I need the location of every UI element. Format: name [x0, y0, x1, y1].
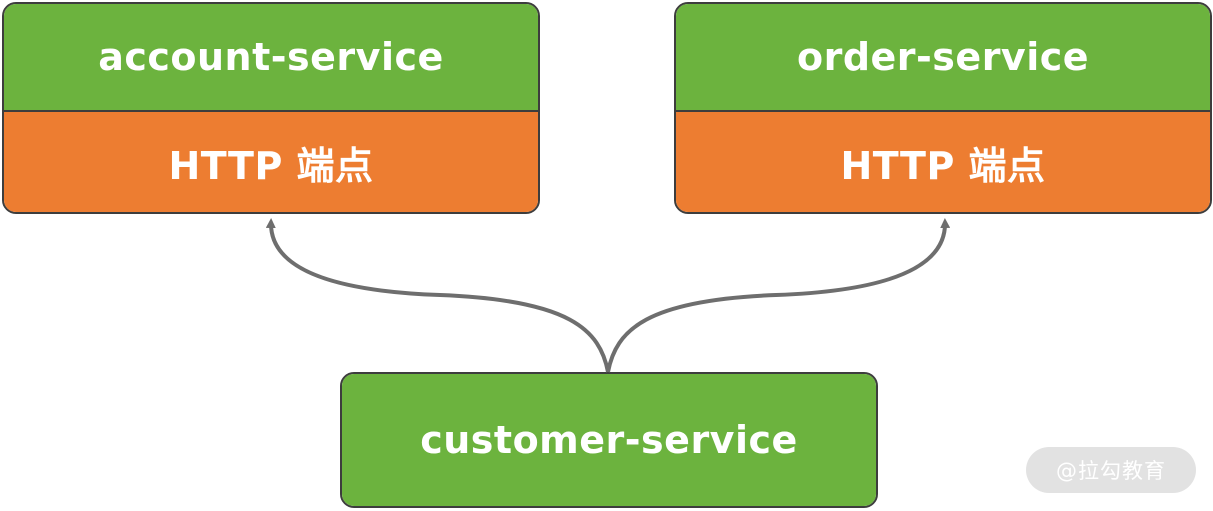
order-service-http-endpoint: HTTP 端点	[676, 110, 1210, 212]
arrow-to-account-service	[265, 218, 610, 373]
customer-service-title: customer-service	[342, 374, 876, 506]
account-service-node: account-service HTTP 端点	[2, 2, 540, 214]
account-service-http-endpoint: HTTP 端点	[4, 110, 538, 212]
arrow-to-order-service	[606, 218, 951, 373]
order-service-node: order-service HTTP 端点	[674, 2, 1212, 214]
order-service-title: order-service	[676, 4, 1210, 110]
watermark: @拉勾教育	[1026, 447, 1196, 493]
customer-service-node: customer-service	[340, 372, 878, 508]
account-service-title: account-service	[4, 4, 538, 110]
